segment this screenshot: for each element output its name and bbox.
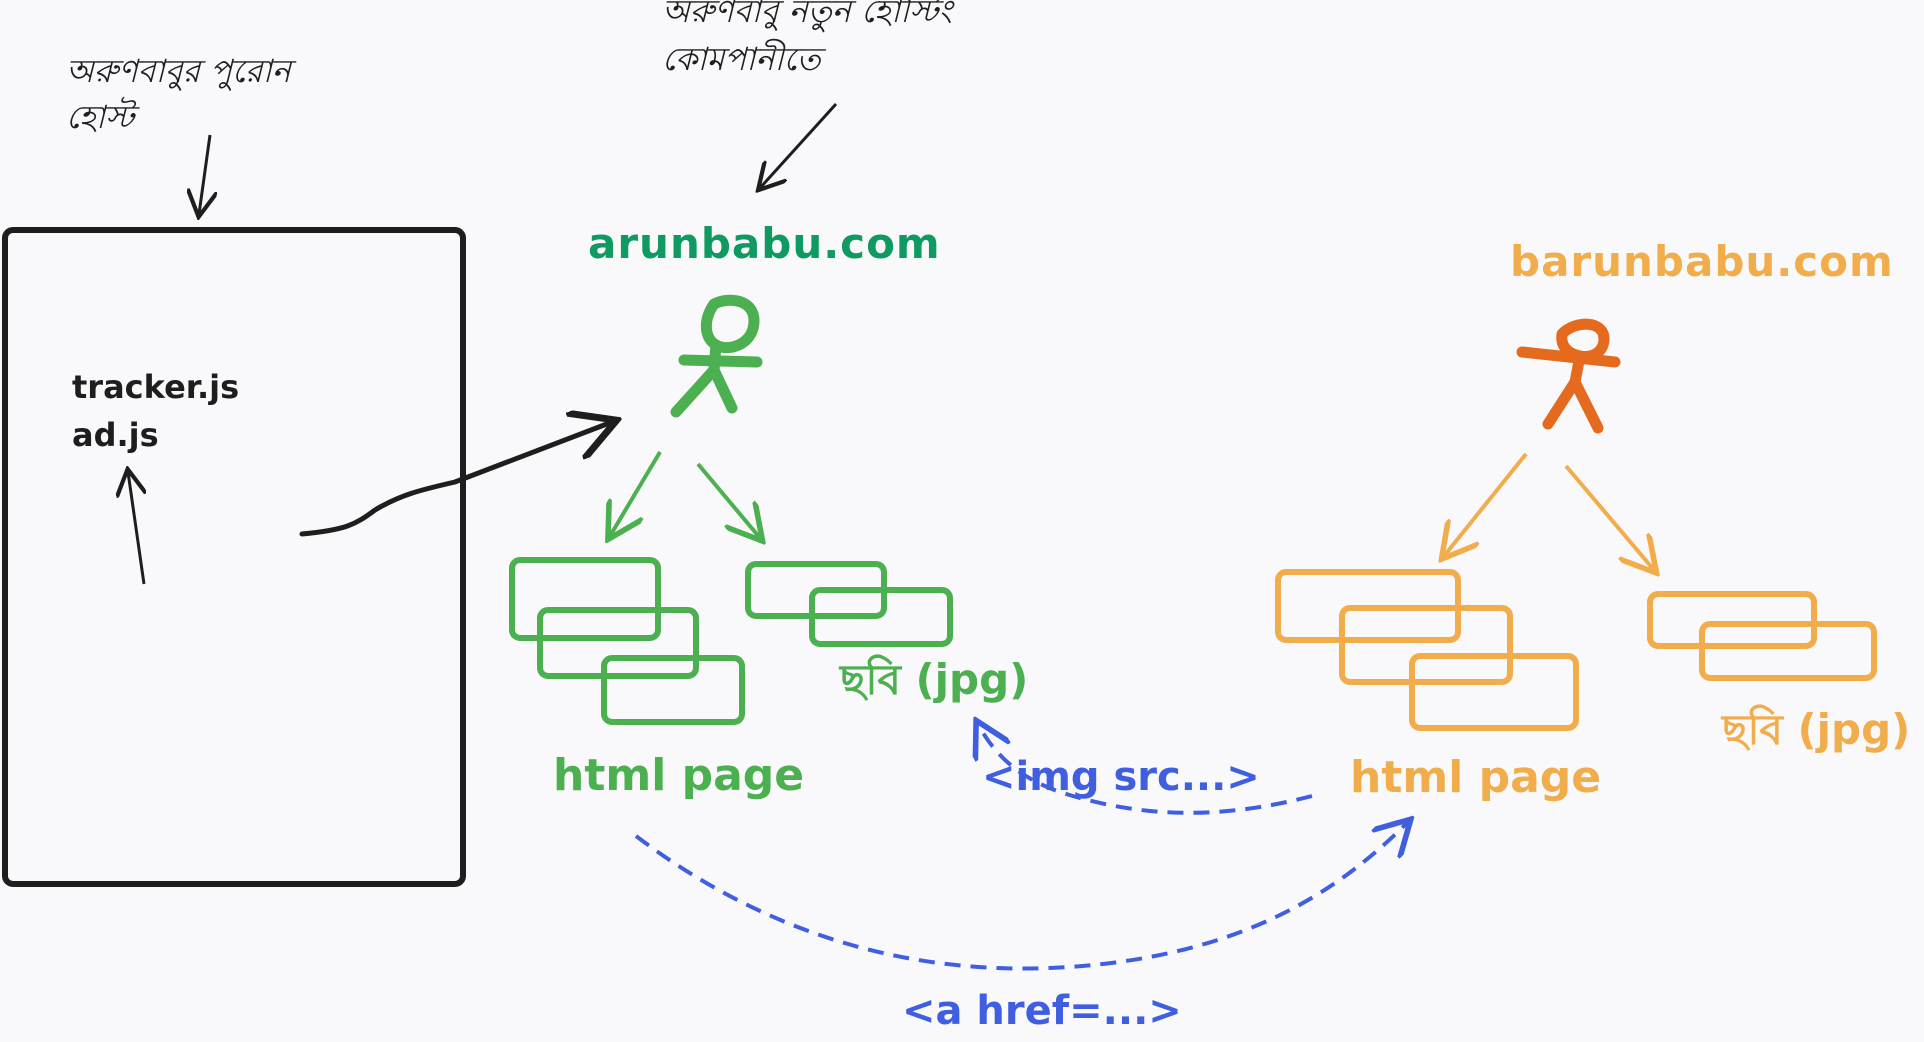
ad-js-file: ad.js	[72, 416, 159, 454]
img-src-link-arrow	[978, 724, 1313, 815]
a-href-link-arrow	[634, 822, 1408, 971]
barunbabu-to-html-arrow	[1444, 452, 1528, 556]
new-host-annotation-line1: অরুণবাবু নতুন হোস্টিং	[662, 0, 955, 32]
barunbabu-stick-figure	[1516, 318, 1621, 434]
arunbabu-html-page-label: html page	[553, 750, 804, 801]
old-host-annotation-line2: হোস্ট	[66, 96, 140, 136]
arunbabu-stick-figure	[670, 294, 763, 418]
tracker-js-file: tracker.js	[72, 368, 239, 406]
arunbabu-image-label: ছবি (jpg)	[838, 654, 1028, 704]
old-host-annotation-line1: অরুণবাবুর পুরোন	[66, 52, 297, 91]
barunbabu-domain-label: barunbabu.com	[1510, 237, 1894, 286]
old-host-annotation-arrow	[199, 134, 210, 214]
a-href-link-label: <a href=...>	[902, 988, 1182, 1034]
arunbabu-html-pages-icon	[509, 557, 745, 725]
barunbabu-image-label: ছবি (jpg)	[1720, 704, 1910, 754]
arunbabu-images-icon	[745, 561, 953, 647]
barunbabu-to-image-arrow	[1564, 464, 1654, 570]
new-host-annotation-arrow	[760, 102, 838, 188]
new-host-annotation-line2: কোমপানীতে	[662, 38, 827, 78]
barunbabu-images-icon	[1647, 591, 1877, 681]
ad-js-pointer-arrow	[128, 472, 144, 585]
arunbabu-domain-label: arunbabu.com	[588, 219, 941, 268]
migration-arrow	[299, 422, 612, 537]
barunbabu-html-pages-icon	[1275, 569, 1579, 731]
arunbabu-to-html-arrow	[610, 450, 662, 536]
arunbabu-to-image-arrow	[696, 462, 760, 538]
barunbabu-html-page-label: html page	[1350, 752, 1601, 803]
old-host-box	[2, 227, 466, 887]
img-src-link-label: <img src...>	[982, 754, 1260, 800]
